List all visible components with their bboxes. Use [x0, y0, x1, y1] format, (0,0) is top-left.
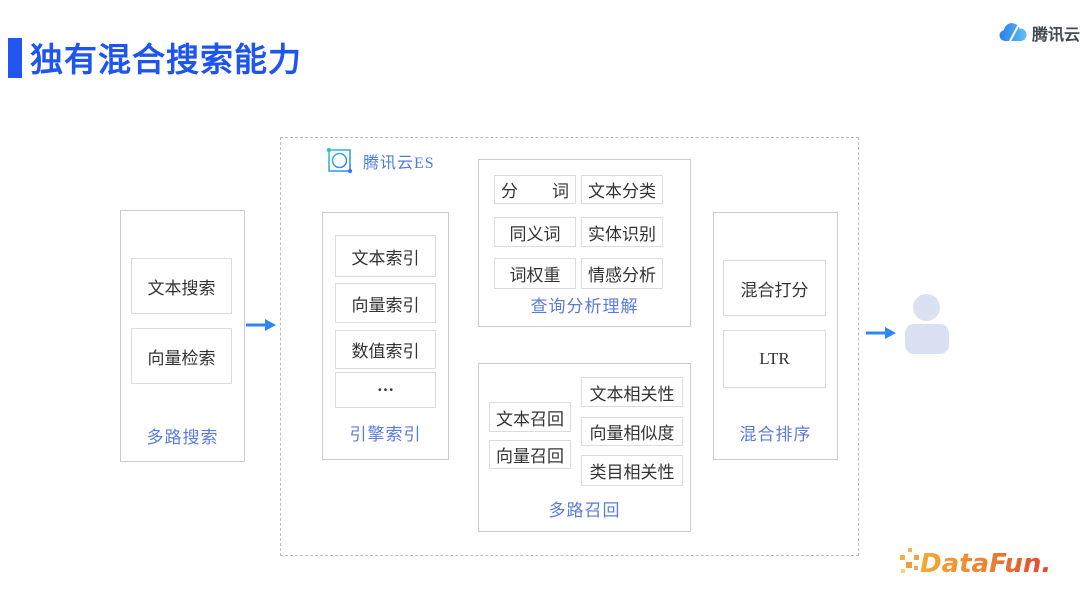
numeric-index-box: 数值索引	[335, 330, 436, 369]
term-weight-box: 词权重	[494, 258, 576, 289]
text-search-box: 文本搜索	[131, 258, 232, 314]
ellipsis-box: ···	[335, 372, 436, 408]
tencent-es-badge: 腾讯云ES	[325, 146, 435, 176]
tencent-es-container	[280, 137, 859, 556]
rank-panel-label: 混合排序	[739, 425, 812, 444]
vector-index-box: 向量索引	[335, 283, 436, 323]
datafun-wordmark: DataFun.	[920, 549, 1051, 579]
cloud-icon	[999, 23, 1027, 44]
engine-panel-label: 引擎索引	[349, 425, 422, 444]
vector-retrieval-box: 向量检索	[131, 328, 232, 384]
arrow-right-icon	[246, 319, 276, 331]
search-panel-label: 多路搜索	[146, 428, 219, 447]
brand-name: 腾讯云	[1032, 27, 1080, 44]
recall-panel-label: 多路召回	[548, 501, 621, 520]
category-relevance-box: 类目相关性	[581, 455, 683, 486]
datafun-logo: DataFun.	[900, 548, 1051, 579]
word-segmentation-box: 分 词	[494, 175, 576, 204]
page-title: 独有混合搜索能力	[30, 43, 302, 79]
vector-similarity-box: 向量相似度	[581, 417, 683, 446]
vector-recall-box: 向量召回	[489, 440, 571, 469]
es-badge-label: 腾讯云ES	[363, 155, 435, 172]
elasticsearch-icon	[326, 147, 353, 174]
text-classification-box: 文本分类	[581, 175, 663, 204]
hybrid-rank-panel: 混合打分 LTR 混合排序	[713, 212, 838, 460]
multi-path-search-panel: 文本搜索 向量检索 多路搜索	[120, 210, 245, 462]
text-relevance-box: 文本相关性	[581, 377, 683, 407]
text-index-box: 文本索引	[335, 235, 436, 277]
user-icon	[913, 294, 940, 321]
ltr-box: LTR	[723, 330, 826, 388]
multi-path-recall-panel: 文本召回 向量召回 文本相关性 向量相似度 类目相关性 多路召回	[478, 363, 691, 532]
title-accent-bar	[8, 38, 22, 78]
entity-recognition-box: 实体识别	[581, 217, 663, 247]
text-recall-box: 文本召回	[489, 402, 571, 432]
sentiment-analysis-box: 情感分析	[581, 258, 663, 289]
synonym-box: 同义词	[494, 217, 576, 247]
datafun-pixel-mark	[900, 548, 919, 573]
query-analysis-panel: 分 词 文本分类 同义词 实体识别 词权重 情感分析 查询分析理解	[478, 159, 691, 327]
query-panel-label: 查询分析理解	[530, 297, 639, 316]
user-icon	[905, 324, 949, 354]
arrow-right-icon	[866, 327, 896, 339]
engine-index-panel: 文本索引 向量索引 数值索引 ··· 引擎索引	[322, 212, 449, 460]
tencent-cloud-logo: 腾讯云	[998, 21, 1080, 45]
hybrid-scoring-box: 混合打分	[723, 260, 826, 316]
